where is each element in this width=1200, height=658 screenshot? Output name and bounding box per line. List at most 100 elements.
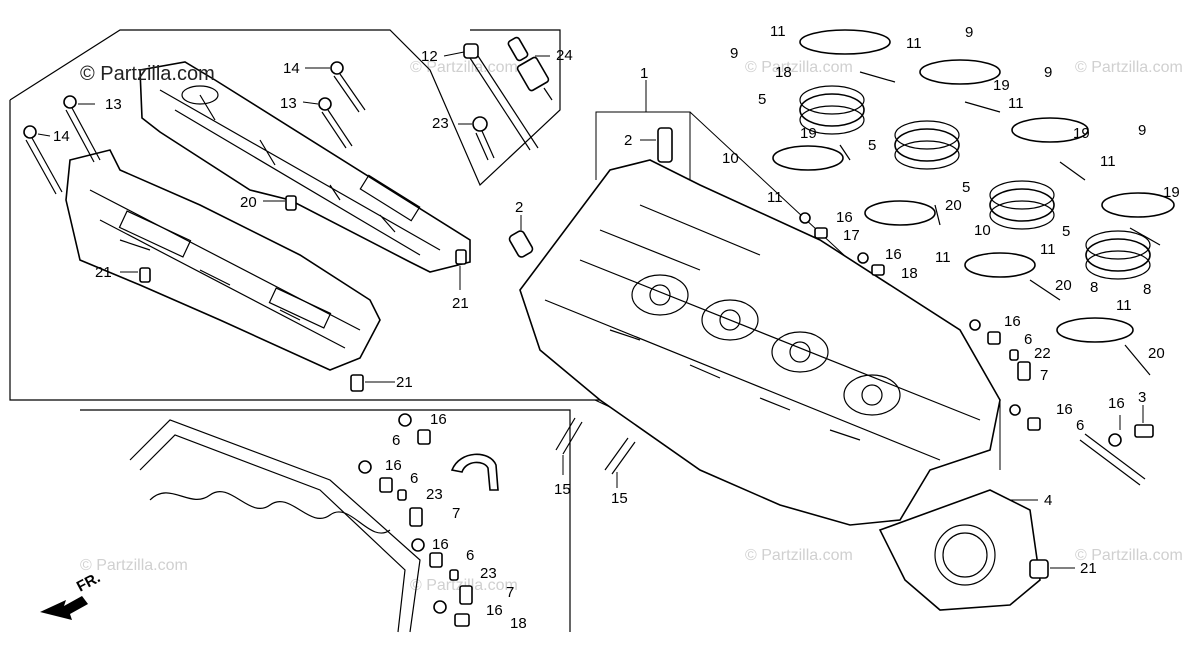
callout-7: 7 [506, 584, 514, 601]
leader-lines [37, 51, 1144, 569]
callout-5: 5 [1062, 223, 1070, 240]
watermark: © Partzilla.com [745, 59, 853, 76]
callout-2: 2 [515, 199, 523, 216]
callout-2: 2 [624, 132, 632, 149]
callout-15: 15 [611, 490, 628, 507]
clamp-10 [772, 145, 844, 171]
intake-insulator-row [772, 29, 1175, 343]
callout-9: 9 [1138, 122, 1146, 139]
callout-18: 17 [843, 227, 860, 244]
callout-21: 20 [240, 194, 257, 211]
callout-8: 8 [1090, 279, 1098, 296]
insulator-5 [1085, 230, 1151, 280]
watermark: © Partzilla.com [1075, 547, 1183, 564]
callout-12: 12 [421, 48, 438, 65]
callout-5: 5 [962, 179, 970, 196]
watermark: © Partzilla.com [410, 59, 518, 76]
stud-15-left [555, 417, 583, 455]
callout-20: 20 [1055, 277, 1072, 294]
callout-7: 7 [452, 505, 460, 522]
callout-6: 6 [392, 432, 400, 449]
callout-9: 9 [1044, 64, 1052, 81]
screws-20 [839, 144, 1151, 376]
gasket-group-outline [80, 409, 571, 632]
callout-16: 16 [1004, 313, 1021, 330]
callout-11: 11 [935, 249, 951, 266]
stud-15-right [604, 437, 636, 475]
callout-9: 9 [730, 45, 738, 62]
dowel-pin-2 [657, 127, 673, 163]
insulator-5 [894, 120, 960, 170]
cylinder-head [519, 159, 1001, 526]
dowel-pin-2 [508, 230, 534, 258]
callout-25: 24 [556, 47, 573, 64]
callout-11: 11 [1116, 297, 1132, 314]
callout-16: 16 [486, 602, 503, 619]
bolt-24 [472, 116, 495, 161]
screws-19 [859, 71, 1161, 246]
callout-5: 5 [868, 137, 876, 154]
clamp-9 [799, 29, 891, 55]
callout-10: 10 [974, 222, 991, 239]
callout-4: 4 [1044, 492, 1052, 509]
watermark: © Partzilla.com [1075, 59, 1183, 76]
callout-11: 11 [1040, 241, 1056, 258]
callout-6: 6 [1024, 331, 1032, 348]
callout-23: 22 [1034, 345, 1051, 362]
callout-20: 20 [945, 197, 962, 214]
bolt-13-right [318, 97, 353, 149]
callout-13: 13 [105, 96, 122, 113]
callout-7: 7 [1040, 367, 1048, 384]
clamp-10 [864, 200, 936, 226]
callout-11: 11 [906, 35, 922, 52]
callout-16: 16 [432, 536, 449, 553]
callout-15: 15 [554, 481, 571, 498]
clamp-9 [919, 59, 1001, 85]
bolt-13-left [63, 95, 101, 163]
callout-19: 19 [993, 77, 1010, 94]
callout-labels: 1 2 2 3 4 5 5 5 5 6 6 6 6 6 7 7 7 8 8 9 … [53, 23, 1180, 632]
clamp-9 [1011, 117, 1089, 143]
hardware-right [799, 212, 1154, 486]
stud-12 [463, 43, 539, 151]
callout-21: 21 [452, 295, 469, 312]
bushing-21 [139, 267, 151, 283]
callout-16: 16 [430, 411, 447, 428]
callout-11: 11 [767, 189, 783, 206]
cover-group-outline-lower [9, 100, 600, 401]
watermark-main: © Partzilla.com [80, 63, 215, 85]
callout-16: 16 [385, 457, 402, 474]
front-direction-indicator: FR. [40, 569, 103, 620]
bushing-21 [455, 249, 467, 265]
callout-19: 19 [1073, 125, 1090, 142]
callout-16: 16 [836, 209, 853, 226]
callout-18: 18 [901, 265, 918, 282]
callout-18: 18 [510, 615, 527, 632]
bolt-14-right [330, 61, 366, 113]
cylinder-head-cover-rear [139, 61, 471, 273]
head-cover-gasket [129, 419, 421, 633]
hardware-6-7-16-23 [358, 413, 473, 627]
callout-13: 13 [280, 95, 297, 112]
callout-16: 16 [1056, 401, 1073, 418]
callout-6: 6 [1076, 417, 1084, 434]
callout-11: 11 [770, 23, 786, 40]
insulator-5 [989, 180, 1055, 230]
callout-1: 1 [640, 65, 648, 82]
callout-16: 16 [885, 246, 902, 263]
spark-plug-25 [507, 36, 553, 101]
callout-21: 21 [396, 374, 413, 391]
callout-6: 6 [466, 547, 474, 564]
callout-17: 16 [1108, 395, 1125, 412]
watermark: © Partzilla.com [745, 547, 853, 564]
watermark-layer: © Partzilla.com © Partzilla.com © Partzi… [80, 59, 1183, 594]
callout-24: 23 [432, 115, 449, 132]
callout-6: 6 [410, 470, 418, 487]
breather-tube [450, 453, 499, 491]
front-arrow-icon [40, 596, 88, 620]
callout-3: 3 [1138, 389, 1146, 406]
callout-20: 20 [1148, 345, 1165, 362]
callout-23: 23 [426, 486, 443, 503]
bushing-21 [285, 195, 297, 211]
